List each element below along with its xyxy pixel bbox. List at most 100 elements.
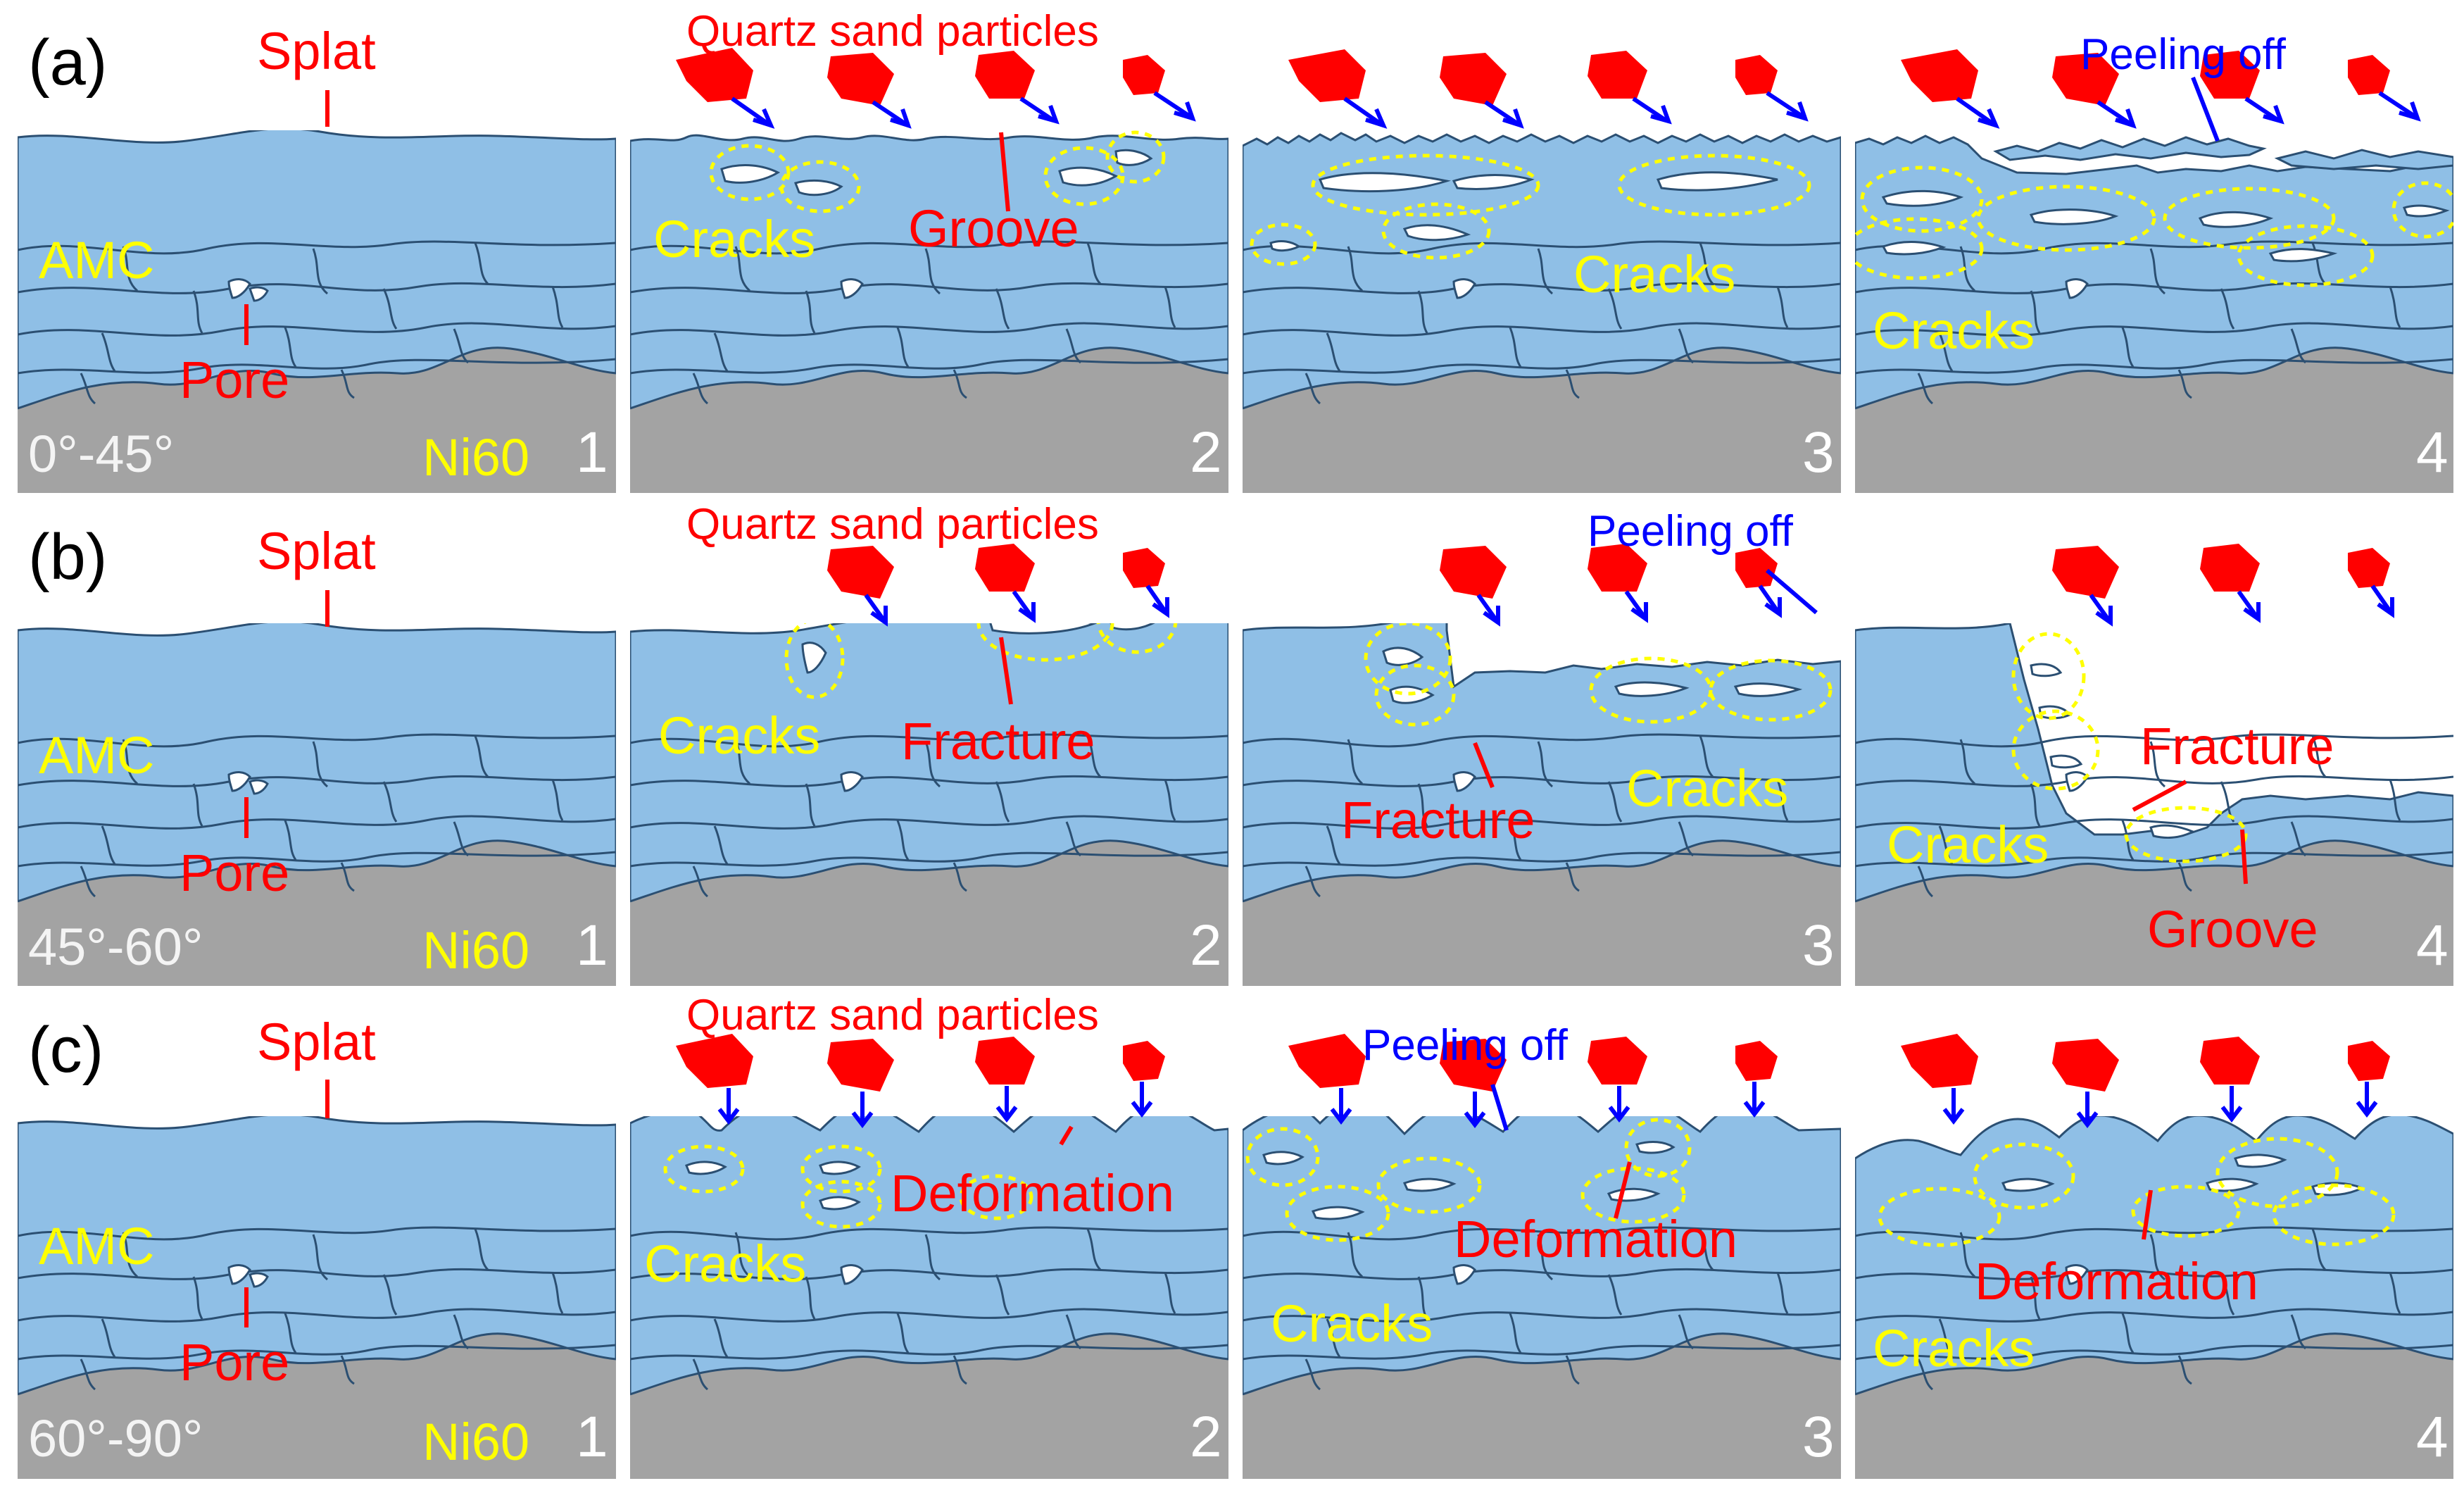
label-pore: Pore bbox=[180, 1333, 289, 1392]
label-cracks: Cracks bbox=[1271, 1294, 1433, 1353]
row-label-b: (b) bbox=[28, 521, 107, 593]
quartz-particle bbox=[827, 1039, 894, 1092]
quartz-particle bbox=[676, 48, 753, 102]
quartz-particle bbox=[2200, 544, 2260, 592]
label-cracks: Cracks bbox=[1873, 301, 2035, 360]
quartz-particle bbox=[2052, 53, 2119, 106]
particles-c4 bbox=[1901, 1034, 2390, 1128]
quartz-particle bbox=[2052, 1039, 2119, 1092]
label-peeling: Peeling off bbox=[1588, 507, 1794, 556]
label-groove: Groove bbox=[2147, 900, 2318, 958]
label-substrate: Ni60 bbox=[422, 1413, 529, 1471]
angle-label-b: 45°-60° bbox=[28, 918, 203, 976]
panel-c1 bbox=[18, 1116, 616, 1479]
particles-c3 bbox=[1288, 1034, 1778, 1128]
label-cracks: Cracks bbox=[1626, 759, 1788, 818]
panel-a1 bbox=[18, 130, 616, 493]
quartz-particle bbox=[1588, 1037, 1647, 1085]
label-pore: Pore bbox=[180, 844, 289, 902]
label-pore: Pore bbox=[180, 351, 289, 409]
panel-number: 3 bbox=[1802, 420, 1835, 485]
particles-c2 bbox=[676, 1034, 1165, 1128]
panel-c3 bbox=[1243, 1116, 1841, 1479]
label-cracks: Cracks bbox=[653, 210, 815, 268]
row-label-a: (a) bbox=[28, 27, 107, 99]
panel-a3 bbox=[1243, 130, 1841, 493]
label-amc: AMC bbox=[39, 1217, 154, 1275]
label-cracks: Cracks bbox=[644, 1235, 806, 1293]
panel-number: 2 bbox=[1190, 420, 1222, 485]
panel-number: 3 bbox=[1802, 913, 1835, 977]
panel-c4 bbox=[1855, 1116, 2453, 1479]
label-cracks: Cracks bbox=[1887, 815, 2049, 874]
quartz-particle bbox=[1901, 1034, 1978, 1088]
particles-a4 bbox=[1901, 49, 2421, 129]
quartz-particle bbox=[827, 53, 894, 106]
label-splat: Splat bbox=[257, 22, 376, 80]
label-fracture: Fracture bbox=[901, 712, 1095, 770]
quartz-particle bbox=[2348, 1041, 2390, 1081]
quartz-particle bbox=[1123, 55, 1165, 95]
quartz-particle bbox=[975, 1037, 1035, 1085]
particles-a2 bbox=[676, 48, 1196, 129]
quartz-particle bbox=[2348, 548, 2390, 588]
quartz-particle bbox=[1123, 548, 1165, 588]
quartz-particle bbox=[2052, 546, 2119, 599]
panel-number: 1 bbox=[576, 913, 608, 977]
quartz-particle bbox=[1901, 49, 1978, 102]
label-deformation: Deformation bbox=[1454, 1210, 1737, 1268]
panel-a4 bbox=[1855, 130, 2453, 493]
particles-a3 bbox=[1288, 49, 1809, 129]
quartz-particle bbox=[1123, 1041, 1165, 1081]
quartz-particle bbox=[2348, 55, 2390, 95]
particles-b4 bbox=[2052, 544, 2394, 627]
particles-b3 bbox=[1440, 544, 1782, 627]
panel-number: 1 bbox=[576, 420, 608, 485]
label-fracture: Fracture bbox=[1341, 791, 1535, 849]
panel-number: 3 bbox=[1802, 1405, 1835, 1469]
panel-b2 bbox=[630, 623, 1228, 986]
quartz-particle bbox=[2200, 1037, 2260, 1085]
quartz-particle bbox=[1288, 49, 1366, 102]
label-particles: Quartz sand particles bbox=[686, 7, 1099, 56]
angle-label-a: 0°-45° bbox=[28, 425, 174, 483]
label-cracks: Cracks bbox=[1873, 1319, 2035, 1377]
quartz-particle bbox=[2200, 51, 2260, 99]
panel-a2 bbox=[630, 130, 1228, 493]
panel-number: 1 bbox=[576, 1405, 608, 1469]
label-splat: Splat bbox=[257, 1013, 376, 1071]
label-deformation: Deformation bbox=[891, 1164, 1174, 1223]
label-substrate: Ni60 bbox=[422, 428, 529, 487]
quartz-particle bbox=[1735, 548, 1778, 588]
panel-number: 4 bbox=[2416, 1405, 2449, 1469]
label-peeling: Peeling off bbox=[2080, 30, 2287, 79]
quartz-particle bbox=[1440, 546, 1507, 599]
panel-number: 2 bbox=[1190, 1405, 1222, 1469]
label-fracture: Fracture bbox=[2140, 717, 2334, 775]
row-label-c: (c) bbox=[28, 1014, 103, 1086]
quartz-particle bbox=[1288, 1034, 1366, 1088]
panel-number: 4 bbox=[2416, 913, 2449, 977]
label-amc: AMC bbox=[39, 231, 154, 289]
panel-b1 bbox=[18, 623, 616, 986]
quartz-particle bbox=[827, 546, 894, 599]
panel-number: 2 bbox=[1190, 913, 1222, 977]
quartz-particle bbox=[975, 51, 1035, 99]
label-particles: Quartz sand particles bbox=[686, 991, 1099, 1039]
quartz-particle bbox=[676, 1034, 753, 1088]
label-groove: Groove bbox=[908, 199, 1079, 258]
label-substrate: Ni60 bbox=[422, 921, 529, 980]
panel-c2 bbox=[630, 1116, 1228, 1479]
label-particles: Quartz sand particles bbox=[686, 500, 1099, 549]
quartz-particle bbox=[1440, 53, 1507, 106]
label-splat: Splat bbox=[257, 522, 376, 580]
quartz-particle bbox=[1588, 544, 1647, 592]
panel-b3 bbox=[1243, 623, 1841, 986]
label-deformation: Deformation bbox=[1975, 1252, 2258, 1311]
quartz-particle bbox=[1588, 51, 1647, 99]
particles-b2 bbox=[827, 544, 1169, 627]
angle-label-c: 60°-90° bbox=[28, 1409, 203, 1468]
quartz-particle bbox=[1440, 1039, 1507, 1092]
panel-number: 4 bbox=[2416, 420, 2449, 485]
